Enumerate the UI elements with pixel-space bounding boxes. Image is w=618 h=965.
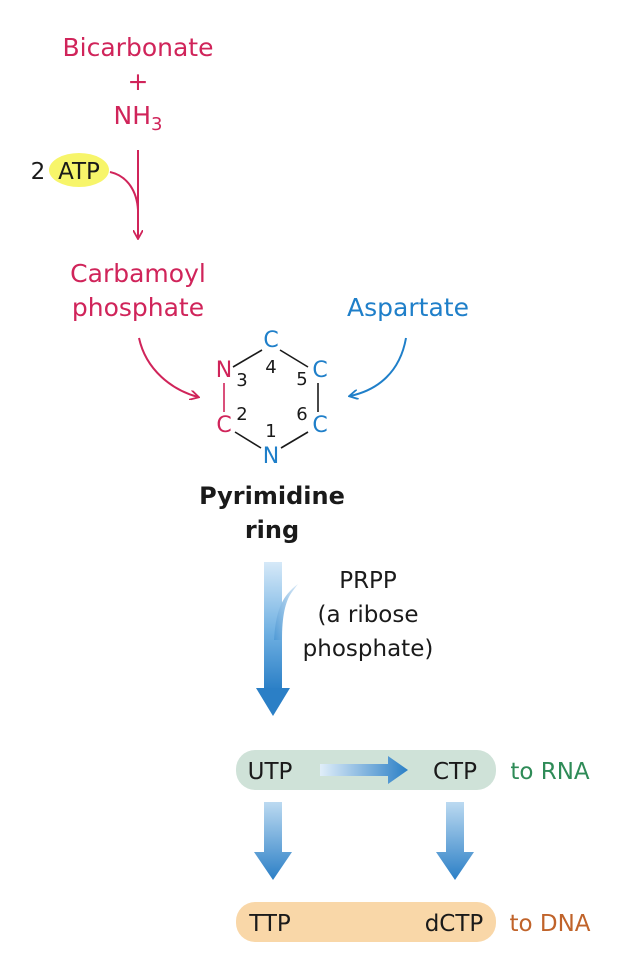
atp-label: ATP	[58, 159, 100, 185]
prpp-line1: PRPP	[339, 568, 397, 594]
to-dna-label: to DNA	[509, 911, 590, 937]
utp-to-ctp-arrow	[320, 756, 408, 784]
aspartate-label: Aspartate	[347, 293, 469, 322]
atom-c6: C	[312, 413, 327, 438]
nh3-label: NH3	[114, 101, 163, 135]
main-down-arrow-body	[264, 562, 282, 690]
dctp-label: dCTP	[425, 911, 484, 937]
main-down-arrow-head	[256, 688, 290, 716]
ring-label-line1: Pyrimidine	[199, 482, 345, 510]
atom-n3: N	[216, 358, 232, 383]
carbamoyl-line1: Carbamoyl	[70, 259, 206, 288]
utp-to-ttp-arrow	[254, 802, 292, 880]
carbamoyl-line2: phosphate	[72, 293, 204, 322]
nh3-subscript: 3	[151, 114, 162, 135]
to-rna-label: to RNA	[510, 759, 590, 785]
atp-highlight	[49, 153, 109, 187]
arrow-carbamoyl-to-ring	[138, 337, 198, 397]
ring-number-2: 2	[236, 404, 247, 425]
atom-n1: N	[263, 444, 279, 469]
utp-label: UTP	[248, 759, 293, 785]
bond-c4-c5	[279, 349, 309, 368]
atom-c5: C	[312, 358, 327, 383]
prpp-line3: phosphate)	[303, 636, 434, 662]
ctp-label: CTP	[433, 759, 477, 785]
ttp-label: TTP	[248, 911, 291, 937]
ring-number-5: 5	[296, 369, 307, 390]
atp-count: 2	[31, 159, 46, 185]
atom-c2: C	[216, 413, 231, 438]
plus-sign: +	[128, 67, 149, 96]
ring-number-6: 6	[296, 404, 307, 425]
bond-n1-c2	[234, 431, 262, 449]
bond-n3-c4	[232, 349, 263, 368]
ring-number-3: 3	[236, 370, 247, 391]
dna-row-bar	[236, 902, 496, 942]
prpp-line2: (a ribose	[317, 602, 418, 628]
ring-label-line2: ring	[245, 516, 299, 544]
atom-c4: C	[263, 328, 278, 353]
bicarbonate-label: Bicarbonate	[63, 33, 214, 62]
atp-input-curve	[109, 171, 139, 211]
nh3-base: NH	[114, 101, 152, 130]
prpp-merge-band	[274, 584, 298, 640]
ctp-to-dctp-arrow	[436, 802, 474, 880]
arrow-aspartate-to-ring	[350, 337, 407, 396]
bond-c6-n1	[280, 431, 309, 449]
ring-number-4: 4	[265, 357, 276, 378]
ring-number-1: 1	[265, 421, 276, 442]
